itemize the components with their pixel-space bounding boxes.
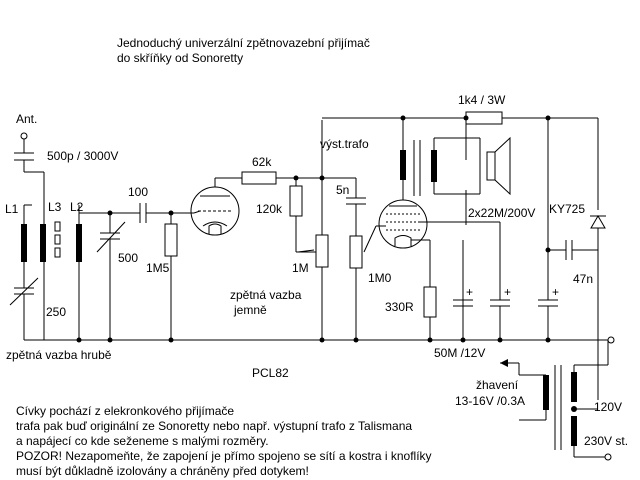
- diagram-title-line2: do skříňky od Sonoretty: [117, 51, 243, 65]
- pentode-tube: [378, 180, 500, 249]
- note-line-5: musí být důkladně izolovány a chráněny p…: [16, 464, 309, 478]
- label-l1: L1: [5, 202, 19, 216]
- label-ky725: KY725: [549, 202, 585, 216]
- label-c500: 500: [118, 251, 138, 265]
- label-r1m5: 1M5: [146, 261, 170, 275]
- variable-capacitor-500: [96, 213, 126, 340]
- coil-wiring: [23, 172, 110, 340]
- label-c250: 250: [46, 305, 66, 319]
- note-line-2: trafa pak buď originální ze Sonoretty ne…: [16, 419, 412, 433]
- mains-transformer: [500, 340, 612, 461]
- label-r62k: 62k: [252, 155, 272, 169]
- antenna-symbol: [14, 132, 44, 173]
- label-r330: 330R: [385, 300, 414, 314]
- resistor-1m5: [164, 213, 178, 340]
- label-r1k4: 1k4 / 3W: [458, 93, 506, 107]
- label-c5n: 5n: [336, 183, 349, 197]
- output-transformer: [400, 118, 481, 196]
- label-c100: 100: [128, 185, 148, 199]
- triode-tube: [190, 177, 242, 236]
- coil-l3: [40, 221, 61, 262]
- capacitor-5n: [322, 177, 366, 222]
- label-heater-2: 13-16V /0.3A: [455, 394, 525, 408]
- label-antenna-capacitor: 500p / 3000V: [47, 149, 118, 163]
- label-tube: PCL82: [252, 366, 289, 380]
- label-l3: L3: [48, 200, 62, 214]
- capacitor-100: [110, 203, 194, 223]
- variable-capacitor-250: [9, 275, 39, 340]
- note-line-4: POZOR! Nezapomeňte, že zapojení je přímo…: [16, 449, 432, 463]
- label-fb-coarse: zpětná vazba hrubě: [6, 348, 112, 362]
- label-heater-1: žhavení: [476, 378, 519, 392]
- label-fb-fine-1: zpětná vazba: [230, 288, 302, 302]
- plus-sign-3: +: [552, 285, 559, 299]
- label-v230: 230V st.: [584, 434, 628, 448]
- potentiometer-1m0: [349, 222, 386, 340]
- label-r1m: 1M: [292, 261, 309, 275]
- diode-ky725: [590, 215, 606, 250]
- resistor-120k: [289, 178, 318, 253]
- label-fb-fine-2: jemně: [233, 303, 267, 317]
- filter-capacitors: [453, 118, 558, 340]
- capacitor-47n: [548, 240, 599, 400]
- resistor-1k4: [322, 111, 599, 210]
- note-line-1: Cívky pochází z elekronkového přijímače: [16, 404, 234, 418]
- label-r1m0: 1M0: [368, 271, 392, 285]
- label-output-trafo: výst.trafo: [320, 137, 369, 151]
- plus-sign-1: +: [466, 285, 473, 299]
- label-l2: L2: [70, 200, 84, 214]
- potentiometer-1m: [297, 120, 329, 340]
- label-c47n: 47n: [573, 272, 593, 286]
- label-antenna: Ant.: [16, 112, 37, 126]
- junction-dots: [76, 115, 551, 343]
- resistor-330r: [423, 240, 437, 340]
- label-r120k: 120k: [256, 202, 283, 216]
- label-v120: 120V: [594, 400, 622, 414]
- plus-sign-2: +: [504, 285, 511, 299]
- note-line-3: a napájecí co kde seženeme s malými rozm…: [16, 434, 269, 448]
- speaker-icon: [486, 136, 511, 196]
- label-caps-2x22: 2x22M/200V: [468, 206, 535, 220]
- label-c50m: 50M /12V: [434, 346, 485, 360]
- resistor-62k: [241, 171, 322, 185]
- diagram-title-line1: Jednoduchý univerzální zpětnovazební při…: [117, 36, 370, 50]
